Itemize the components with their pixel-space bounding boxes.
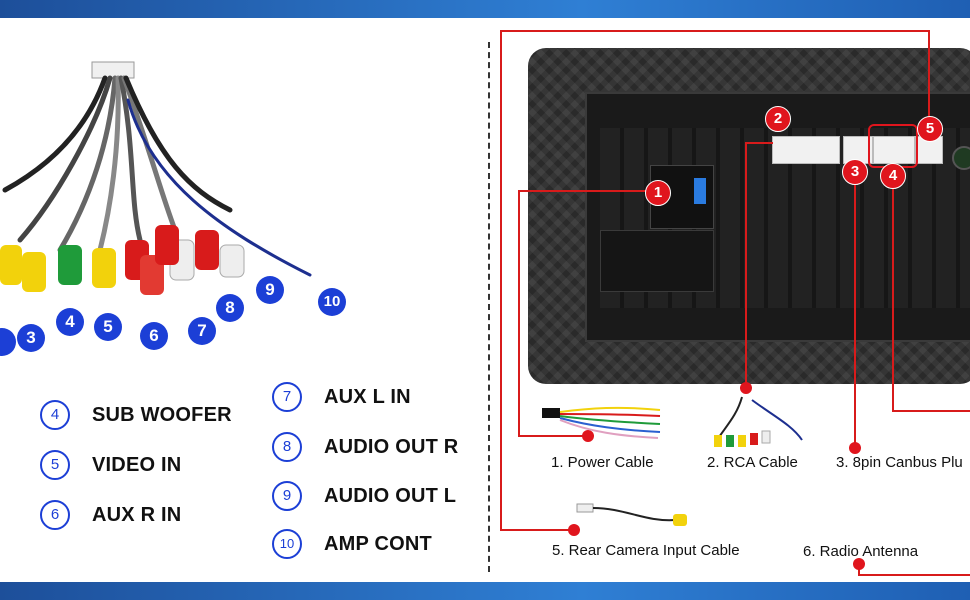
fuse — [694, 178, 706, 204]
legend-item-7: 7 AUX L IN — [272, 382, 411, 412]
legend-number: 6 — [40, 500, 70, 530]
legend-label: AUDIO OUT L — [324, 484, 457, 507]
leader-6-down — [858, 565, 860, 575]
section-divider — [488, 42, 490, 572]
legend-item-6: 6 AUX R IN — [40, 500, 181, 530]
marker-2: 2 — [765, 106, 791, 132]
marker-1: 1 — [645, 180, 671, 206]
legend-number: 4 — [40, 400, 70, 430]
leader-4-down — [892, 185, 894, 411]
legend-label: AMP CONT — [324, 532, 432, 555]
caption-camera-cable: 5. Rear Camera Input Cable — [552, 542, 740, 559]
legend-item-5: 5 VIDEO IN — [40, 450, 181, 480]
leader-5-top — [500, 30, 930, 32]
antenna-dot — [853, 558, 865, 570]
leader-2-top — [745, 142, 773, 144]
power-cable-image — [542, 406, 661, 439]
camera-cable-dot — [568, 524, 580, 536]
legend-item-10: 10 AMP CONT — [272, 529, 432, 559]
marker-5: 5 — [917, 116, 943, 142]
power-cable-dot — [582, 430, 594, 442]
rca-port — [772, 136, 840, 164]
canbus-dot — [849, 442, 861, 454]
legend-label: SUB WOOFER — [92, 403, 232, 426]
leader-1-left — [518, 190, 520, 436]
legend-number: 10 — [272, 529, 302, 559]
bottom-banner — [0, 582, 970, 600]
legend-label: AUX L IN — [324, 385, 411, 408]
leader-2-down — [745, 142, 747, 388]
legend-number: 7 — [272, 382, 302, 412]
harness-number-4: 4 — [56, 308, 84, 336]
legend-item-4: 4 SUB WOOFER — [40, 400, 232, 430]
rca-harness-illustration — [0, 61, 312, 295]
antenna-socket — [952, 146, 970, 170]
legend-item-8: 8 AUDIO OUT R — [272, 432, 458, 462]
legend-label: AUX R IN — [92, 503, 182, 526]
caption-radio-antenna: 6. Radio Antenna — [803, 543, 919, 560]
marker-4: 4 — [880, 163, 906, 189]
harness-number-10: 10 — [318, 288, 346, 316]
leader-5-bottom — [500, 529, 575, 531]
leader-4-right — [892, 410, 970, 412]
leader-3-down — [854, 180, 856, 446]
marker-3: 3 — [842, 159, 868, 185]
caption-rca-cable: 2. RCA Cable — [707, 454, 798, 471]
harness-number-7: 7 — [188, 317, 216, 345]
port-4 — [873, 136, 915, 164]
top-banner — [0, 0, 970, 18]
harness-number-6: 6 — [140, 322, 168, 350]
legend-label: VIDEO IN — [92, 453, 182, 476]
caption-canbus-plug: 3. 8pin Canbus Plu — [836, 454, 963, 471]
port-highlight-box — [868, 124, 918, 168]
harness-number-5: 5 — [94, 313, 122, 341]
rca-cable-dot — [740, 382, 752, 394]
legend-label: AUDIO OUT R — [324, 435, 459, 458]
legend-number: 8 — [272, 432, 302, 462]
camera-cable-image — [576, 503, 687, 526]
rca-cable-image — [714, 396, 803, 447]
harness-number-2-partial — [0, 328, 16, 356]
legend-number: 5 — [40, 450, 70, 480]
legend-item-9: 9 AUDIO OUT L — [272, 481, 456, 511]
leader-1-bottom — [518, 435, 588, 437]
harness-number-8: 8 — [216, 294, 244, 322]
leader-1-top — [518, 190, 658, 192]
caption-power-cable: 1. Power Cable — [551, 454, 654, 471]
harness-number-3: 3 — [17, 324, 45, 352]
leader-6-right — [858, 574, 970, 576]
legend-number: 9 — [272, 481, 302, 511]
harness-number-9: 9 — [256, 276, 284, 304]
leader-5-down — [928, 30, 930, 125]
leader-5-left — [500, 30, 502, 530]
sd-slot-area — [600, 230, 714, 292]
